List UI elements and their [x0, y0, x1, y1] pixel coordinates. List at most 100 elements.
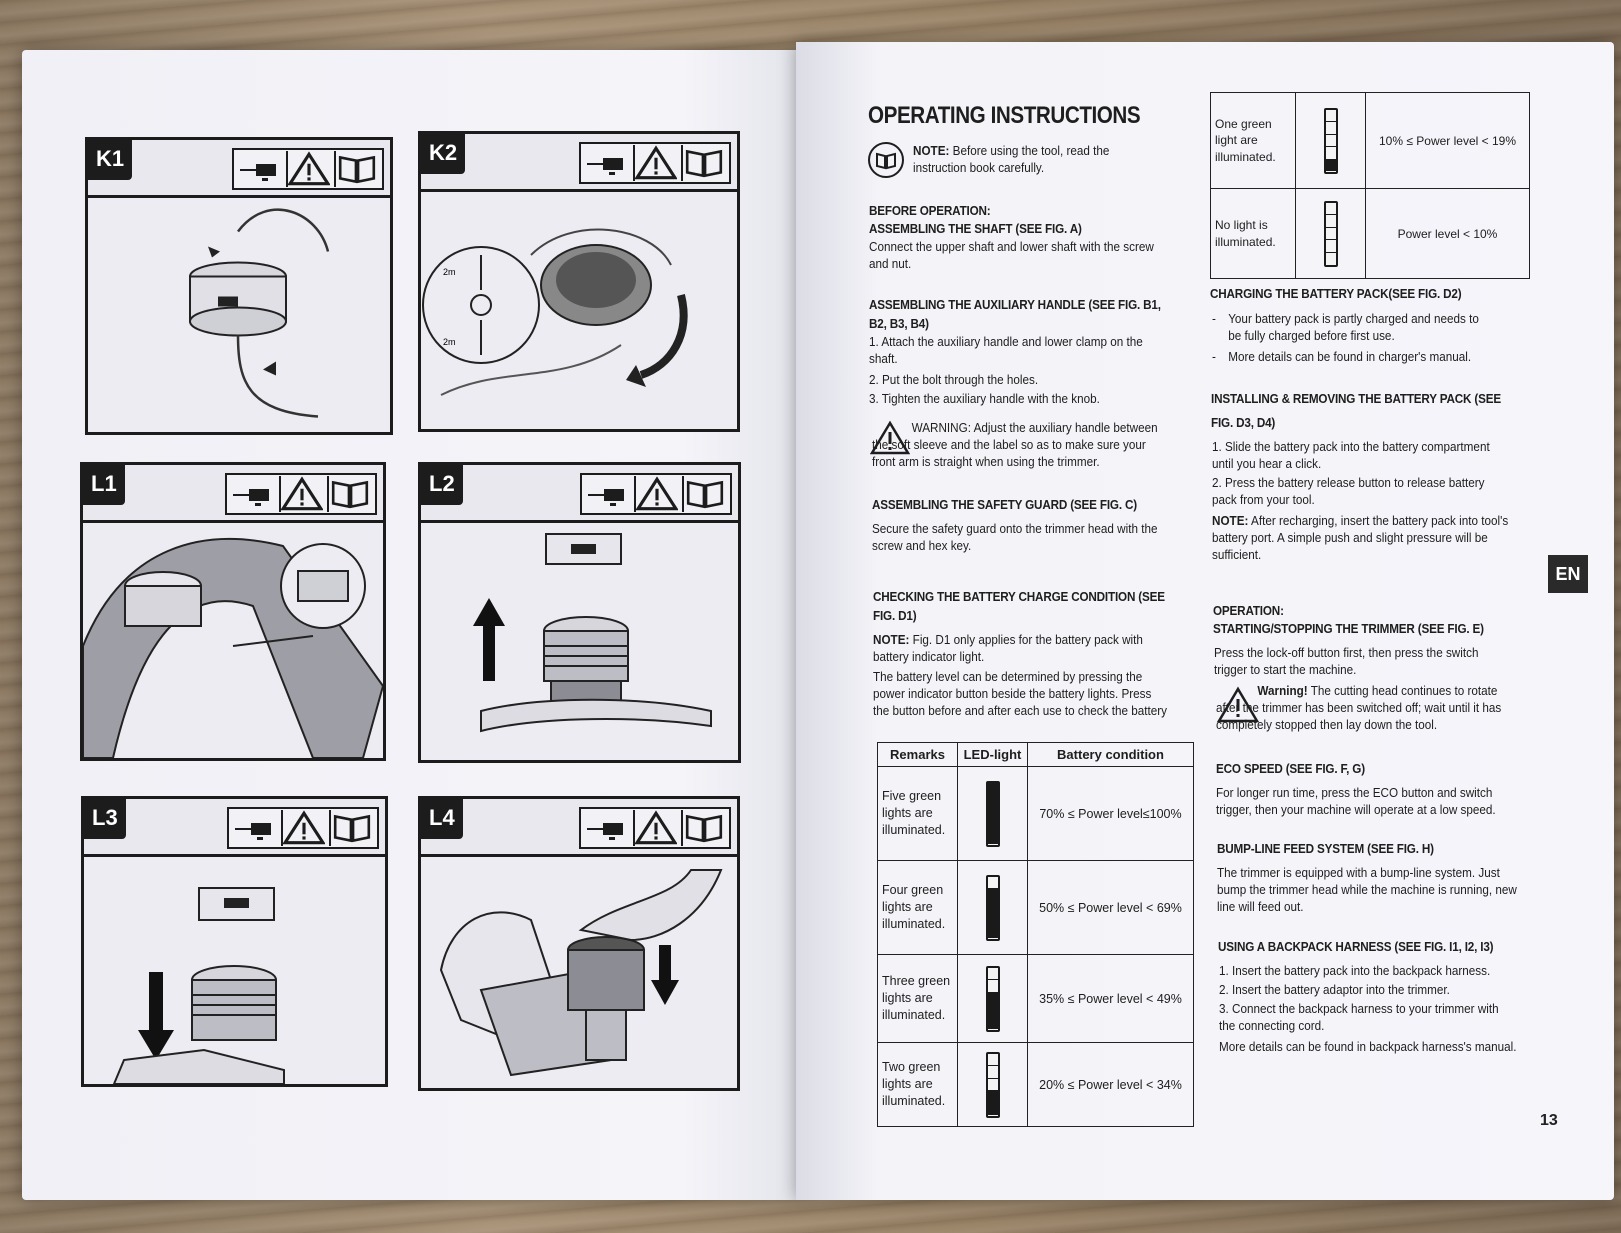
manual-book-icon — [681, 810, 725, 846]
bump-line-text: The trimmer is equipped with a bump-line… — [1217, 865, 1517, 915]
language-tab: EN — [1548, 555, 1588, 593]
aux-heading-line2: B2, B3, B4) — [869, 316, 929, 331]
led-cell — [957, 954, 1028, 1043]
charge-text: The battery level can be determined by p… — [873, 669, 1168, 719]
k2-label-top: 2m — [443, 267, 456, 277]
figure-illustration — [84, 860, 385, 1084]
led-cell — [1295, 188, 1366, 279]
battery-tool-icon — [586, 476, 630, 512]
harness-step-1: 1. Insert the battery pack into the back… — [1219, 963, 1491, 978]
safety-guard-text: Secure the safety guard onto the trimmer… — [872, 521, 1158, 554]
aux-step-3: 3. Tighten the auxiliary handle with the… — [869, 391, 1100, 406]
warning-text: The cutting head continues to rotate aft… — [1216, 683, 1502, 733]
figure-icon-strip — [225, 473, 377, 515]
figure-header: L4 — [421, 799, 737, 857]
install-note-label: NOTE: — [1212, 513, 1249, 528]
k2-label-bottom: 2m — [443, 337, 456, 347]
install-step-1: 1. Slide the battery pack into the batte… — [1212, 439, 1490, 472]
figure-l3: L3 — [81, 796, 388, 1087]
eco-speed-heading: ECO SPEED (SEE FIG. F, G) — [1216, 761, 1365, 776]
figure-tag: K2 — [421, 134, 466, 174]
figure-header: K2 — [421, 134, 737, 192]
figure-icon-strip — [579, 807, 731, 849]
figure-header: L3 — [84, 799, 385, 857]
led-cell — [957, 860, 1028, 955]
bump-line-heading: BUMP-LINE FEED SYSTEM (SEE FIG. H) — [1217, 841, 1434, 856]
warning-triangle-icon — [279, 476, 323, 512]
warning-aux-handle: WARNING: Adjust the auxiliary handle bet… — [872, 420, 1158, 470]
figure-header: K1 — [88, 140, 390, 198]
manual-book-icon — [329, 810, 373, 846]
figure-k1: K1 — [85, 137, 393, 435]
battery-tool-icon — [238, 151, 282, 187]
warning-triangle-icon — [1216, 686, 1260, 729]
condition-cell: 50% ≤ Power level < 69% — [1027, 860, 1194, 955]
harness-step-3: 3. Connect the backpack harness to your … — [1219, 1001, 1499, 1034]
remark-cell: Three green lights are illuminated. — [877, 954, 958, 1043]
start-stop-text: Press the lock-off button first, then pr… — [1214, 645, 1479, 678]
figure-tag: L4 — [421, 799, 463, 839]
battery-tool-icon — [233, 810, 277, 846]
warning-triangle-icon — [633, 145, 677, 181]
page-number: 13 — [1540, 1112, 1558, 1129]
warning-triangle-icon — [634, 476, 678, 512]
charge-note-text: Fig. D1 only applies for the battery pac… — [873, 632, 1143, 665]
figure-tag: L1 — [83, 465, 125, 505]
figure-l2: L2 — [418, 462, 741, 763]
battery-led-icon — [985, 1051, 1000, 1118]
figure-illustration: 2m 2m — [421, 195, 737, 429]
harness-more: More details can be found in backpack ha… — [1219, 1039, 1517, 1054]
figure-illustration — [421, 860, 737, 1088]
manual-book-icon — [334, 151, 378, 187]
warning-triangle-icon — [633, 810, 677, 846]
charge-heading-line2: FIG. D1) — [873, 608, 917, 623]
figure-header: L2 — [421, 465, 738, 523]
battery-tool-icon — [585, 810, 629, 846]
warning-triangle-icon — [281, 810, 325, 846]
table-row: Five green lights are illuminated. 70% ≤… — [877, 766, 1194, 861]
shaft-heading: ASSEMBLING THE SHAFT (SEE FIG. A) — [869, 221, 1082, 236]
harness-step-2: 2. Insert the battery adaptor into the t… — [1219, 982, 1450, 997]
battery-level-table: Remarks LED-light Battery condition Five… — [877, 742, 1194, 1127]
note-paragraph: NOTE: Before using the tool, read the in… — [913, 142, 1147, 176]
table-header-condition: Battery condition — [1027, 742, 1194, 767]
battery-led-icon — [985, 965, 1000, 1032]
before-operation-heading: BEFORE OPERATION: — [869, 203, 991, 218]
remark-cell: Two green lights are illuminated. — [877, 1042, 958, 1127]
remark-cell: Four green lights are illuminated. — [877, 860, 958, 955]
operation-heading: OPERATION: — [1213, 603, 1284, 618]
figure-illustration — [421, 526, 738, 760]
table-row: Four green lights are illuminated. 50% ≤… — [877, 860, 1194, 955]
battery-led-icon — [985, 780, 1000, 847]
charging-heading: CHARGING THE BATTERY PACK(SEE FIG. D2) — [1210, 286, 1462, 301]
warning-cutting-head: Warning! The cutting head continues to r… — [1216, 682, 1513, 733]
start-stop-heading: STARTING/STOPPING THE TRIMMER (SEE FIG. … — [1213, 621, 1484, 636]
manual-book-icon — [681, 145, 725, 181]
shaft-text: Connect the upper shaft and lower shaft … — [869, 239, 1154, 272]
figure-icon-strip — [580, 473, 732, 515]
battery-tool-icon — [231, 476, 275, 512]
figure-illustration — [88, 201, 390, 432]
table-header-remarks: Remarks — [877, 742, 958, 767]
led-cell — [957, 766, 1028, 861]
charge-note-label: NOTE: — [873, 632, 910, 647]
figure-tag: L2 — [421, 465, 463, 505]
condition-cell: 70% ≤ Power level≤100% — [1027, 766, 1194, 861]
manual-book-icon — [327, 476, 371, 512]
aux-heading-line1: ASSEMBLING THE AUXILIARY HANDLE (SEE FIG… — [869, 297, 1161, 312]
read-manual-icon — [868, 142, 904, 178]
figure-tag: L3 — [84, 799, 126, 839]
charging-item-1: -Your battery pack is partly charged and… — [1212, 311, 1479, 344]
condition-cell: 35% ≤ Power level < 49% — [1027, 954, 1194, 1043]
figure-icon-strip — [579, 142, 731, 184]
install-step-2: 2. Press the battery release button to r… — [1212, 475, 1485, 508]
condition-cell: Power level < 10% — [1365, 188, 1530, 279]
warning-label: Warning! — [1257, 683, 1308, 698]
remark-cell: No light is illuminated. — [1210, 188, 1296, 279]
safety-guard-heading: ASSEMBLING THE SAFETY GUARD (SEE FIG. C) — [872, 497, 1137, 512]
aux-step-1: 1. Attach the auxiliary handle and lower… — [869, 334, 1143, 367]
battery-led-icon — [985, 874, 1000, 941]
manual-book-icon — [682, 476, 726, 512]
eco-speed-text: For longer run time, press the ECO butto… — [1216, 785, 1496, 818]
install-heading-line2: FIG. D3, D4) — [1211, 415, 1276, 430]
